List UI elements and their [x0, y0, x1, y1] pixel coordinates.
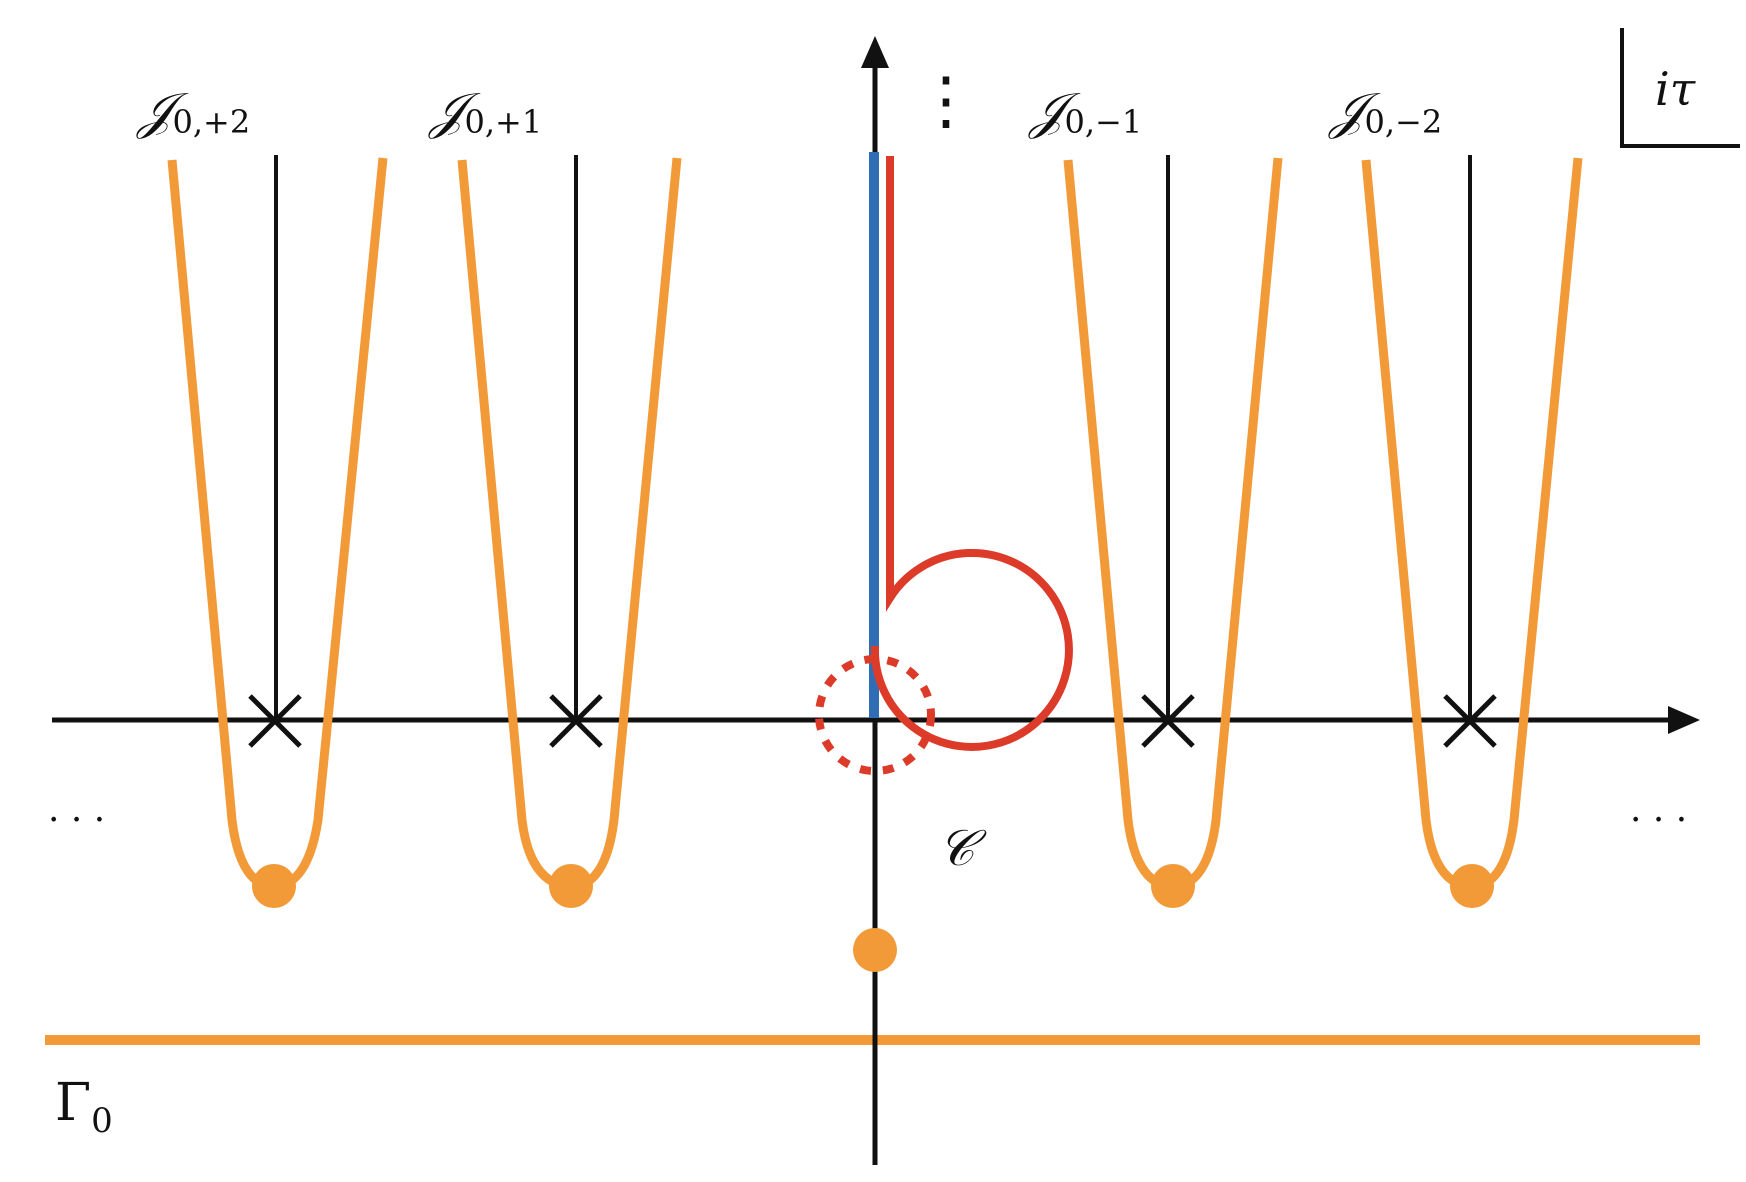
ellipsis-right: · · ·	[1630, 800, 1687, 841]
saddle-point-minus2	[1450, 864, 1494, 908]
thimble-label-minus2-sub: 0,−2	[1365, 103, 1443, 141]
vertical-ellipsis: ⋮	[914, 64, 978, 138]
saddle-point-minus1	[1151, 864, 1195, 908]
thimble-curve-minus1	[1063, 157, 1283, 892]
saddle-point-plus1	[549, 864, 593, 908]
contour-c-label: 𝒞	[938, 819, 987, 877]
pole-cross-plus2	[248, 694, 302, 748]
thimble-label-plus1-sub: 0,+1	[465, 103, 543, 141]
ellipsis-left: · · ·	[48, 800, 105, 841]
pole-cross-minus2	[1443, 694, 1497, 748]
thimble-label-plus2: 𝒥0,+2	[136, 82, 250, 141]
gamma-zero-main: Γ	[55, 1073, 91, 1133]
gamma-zero-sub: 0	[91, 1101, 113, 1141]
thimble-label-minus1: 𝒥0,−1	[1028, 82, 1142, 141]
gamma-zero-label: Γ0	[55, 1073, 113, 1141]
contour-c-dotted	[815, 655, 935, 775]
pole-cross-plus1	[549, 694, 603, 748]
thimble-label-plus1: 𝒥0,+1	[428, 82, 542, 141]
imaginary-axis-arrowhead	[861, 36, 889, 68]
pole-cross-minus1	[1141, 694, 1195, 748]
saddle-point-plus2	[252, 864, 296, 908]
corner-label-itau: iτ	[1655, 62, 1697, 116]
thimble-curve-plus1	[457, 157, 682, 892]
thimble-label-minus2: 𝒥0,−2	[1328, 82, 1442, 141]
thimble-label-plus2-sub: 0,+2	[173, 103, 251, 141]
contour-c-outer	[870, 156, 1073, 751]
saddle-point-origin	[853, 928, 897, 972]
thimble-label-minus1-sub: 0,−1	[1065, 103, 1143, 141]
real-axis-arrowhead	[1668, 706, 1700, 734]
